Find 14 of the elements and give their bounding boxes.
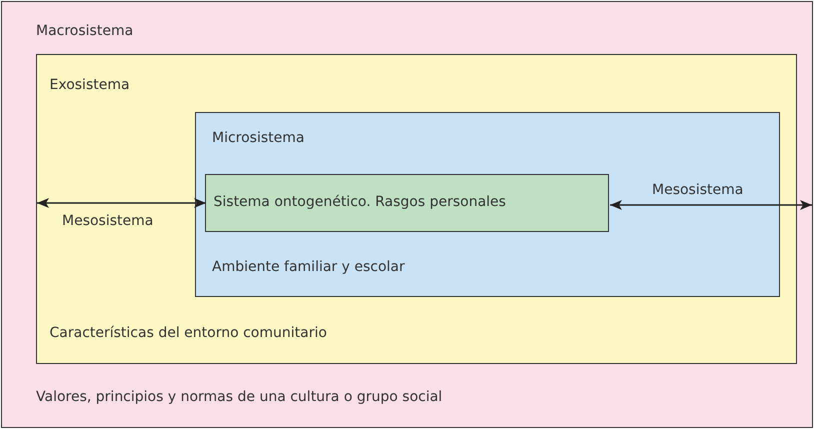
exosystem-box	[36, 54, 796, 364]
edge-label: Mesosistema	[652, 181, 744, 199]
edge-label: Mesosistema	[62, 212, 154, 230]
system-title: Sistema ontogenético. Rasgos personales	[214, 192, 506, 210]
system-description: Ambiente familiar y escolar	[212, 258, 405, 276]
ontogenetic-box	[204, 174, 608, 232]
double-arrow	[37, 198, 206, 208]
system-title: Exosistema	[50, 76, 130, 94]
system-title: Microsistema	[212, 129, 304, 147]
system-description: Valores, principios y normas de una cultura o grupo social	[36, 388, 442, 406]
system-title: Macrosistema	[36, 22, 134, 40]
microsystem-box	[195, 112, 780, 297]
system-description: Características del entorno comunitario	[50, 324, 327, 342]
double-arrow	[610, 200, 812, 210]
